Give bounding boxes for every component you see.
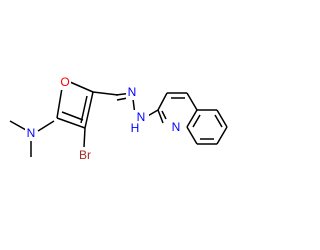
bond-b2-double [214,114,223,128]
bond-b5 [186,126,198,145]
bond-n-c5 [37,120,55,132]
molecule-canvas: O Br N N N H N [9,75,228,163]
bond-c3-c4 [56,117,86,129]
hydrazine-nitrogen-atom: N H [129,110,149,136]
bond-b2 [216,109,228,128]
bromine-atom: Br [75,148,95,163]
quinoline-nitrogen-label: N [172,120,181,134]
bond-q1 [157,92,168,111]
bond-c5-o [56,87,63,119]
hydrazine-nitrogen-label: N [137,110,146,124]
quinoline-nitrogen-atom: N [170,120,182,135]
imine-nitrogen-label: N [128,85,137,99]
bond-methyl1-n [9,120,27,131]
hydrazine-hydrogen-label: H [131,121,140,135]
bond-q4 [186,109,198,128]
bond-o-c2 [69,81,94,93]
bond-b6-double [192,114,201,128]
imine-nitrogen-atom: N [126,85,138,100]
bromine-label: Br [79,148,91,162]
bond-c2-ch [92,91,119,96]
amine-nitrogen-atom: N [25,126,37,141]
bond-q3 [186,92,198,111]
bond-q6-double [161,110,167,120]
oxygen-atom: O [59,75,71,90]
bond-c2-c3 [84,91,94,129]
bond-c4-br [83,127,86,148]
oxygen-label: O [60,75,69,89]
bonds [9,81,228,157]
bond-c4-c5-double [61,111,84,121]
bond-b3 [216,126,228,145]
bond-c2-c3-double [80,95,88,124]
atom-labels: O Br N N N H N [25,75,182,163]
amine-nitrogen-label: N [27,126,36,140]
bond-q6 [157,109,164,124]
molecule-structure: O Br N N N H N [9,75,228,163]
